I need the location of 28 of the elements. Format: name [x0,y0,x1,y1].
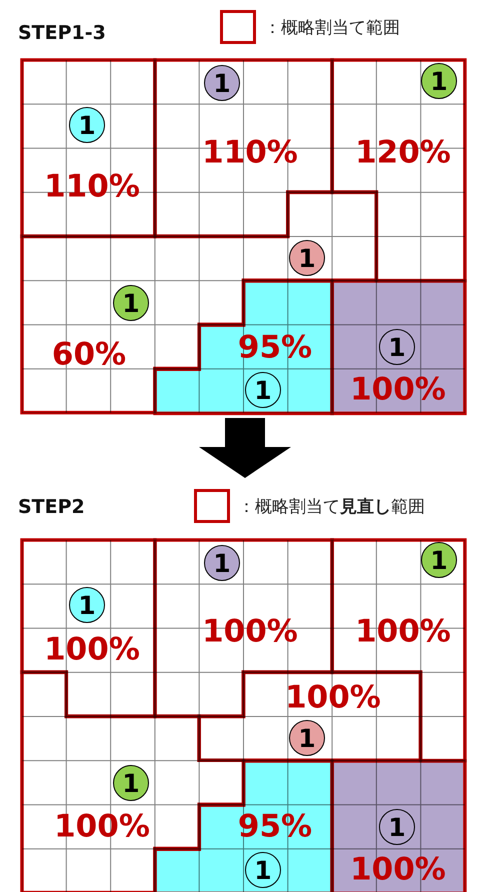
legend-text: ：概略割当て見直し範囲 [238,496,425,518]
allocation-region [154,760,332,892]
number-circle: 1 [244,852,281,888]
allocation-region [154,280,332,413]
grid-map [18,8,467,415]
percentage-label: 100% [350,854,446,886]
percentage-label: 100% [44,634,140,666]
percentage-label: 100% [350,374,446,406]
percentage-label: 110% [202,138,298,168]
number-circle: 1 [378,329,415,365]
number-circle: 1 [244,372,281,408]
allocation-region [332,760,465,892]
allocation-region [154,60,332,236]
step-title: STEP1-3 [18,22,106,44]
percentage-label: 100% [355,616,451,648]
percentage-label: 95% [238,812,312,842]
legend-text: ：概略割当て範囲 [264,17,400,39]
step-title: STEP2 [18,496,85,518]
percentage-label: 100% [285,682,381,714]
percentage-label: 120% [355,138,451,168]
percentage-label: 100% [202,616,298,648]
allocation-region [332,280,465,413]
percentage-label: 95% [238,332,312,364]
number-circle: 1 [378,809,415,845]
allocation-region [22,60,155,236]
percentage-label: 100% [54,812,150,842]
percentage-label: 110% [44,172,140,202]
percentage-label: 60% [52,340,126,370]
